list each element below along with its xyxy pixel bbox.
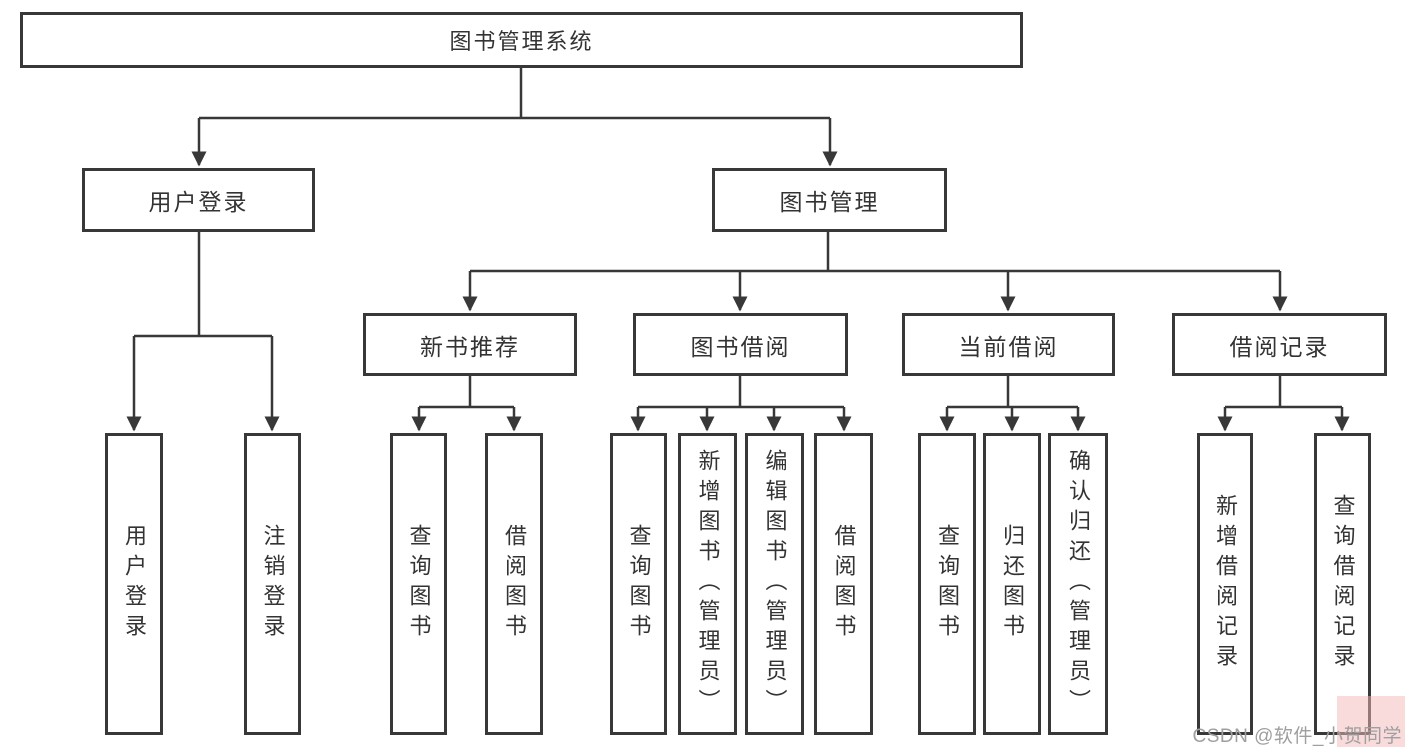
node-root-label: 图书管理系统 — [449, 29, 594, 54]
watermark: CSDN @软件_小贺同学 — [1192, 726, 1402, 747]
node-new-book-recommend-label: 新书推荐 — [420, 333, 520, 360]
node-book-borrow-label: 图书借阅 — [690, 333, 791, 360]
leaf-query-borrow-record-label: 查询借阅记录 — [1330, 494, 1356, 674]
node-current-borrow-label: 当前借阅 — [958, 333, 1059, 360]
leaf-current-query-books-label: 查询图书 — [935, 524, 960, 644]
node-book-mgmt: 图书管理 — [712, 168, 947, 232]
node-borrow-records-label: 借阅记录 — [1229, 333, 1330, 360]
leaf-borrow-books: 借阅图书 — [814, 433, 873, 735]
leaf-rec-query-books: 查询图书 — [390, 433, 447, 735]
watermark-highlight — [1337, 696, 1405, 747]
leaf-user-login: 用户登录 — [105, 433, 163, 735]
leaf-rec-borrow-books-label: 借阅图书 — [502, 524, 527, 644]
leaf-current-query-books: 查询图书 — [918, 433, 976, 735]
leaf-edit-books-admin: 编辑图书（管理员） — [745, 433, 804, 735]
leaf-borrow-query-books-label: 查询图书 — [626, 524, 652, 644]
leaf-query-borrow-record: 查询借阅记录 — [1314, 433, 1371, 735]
leaf-confirm-return-admin-label: 确认归还（管理员） — [1066, 449, 1091, 719]
leaf-logout-label: 注销登录 — [260, 524, 286, 644]
leaf-add-borrow-record-label: 新增借阅记录 — [1213, 494, 1238, 674]
leaf-rec-query-books-label: 查询图书 — [406, 524, 432, 644]
node-user-login-label: 用户登录 — [148, 189, 249, 215]
node-user-login: 用户登录 — [82, 168, 315, 232]
node-borrow-records: 借阅记录 — [1172, 313, 1387, 376]
leaf-confirm-return-admin: 确认归还（管理员） — [1048, 433, 1108, 735]
leaf-borrow-query-books: 查询图书 — [610, 433, 667, 735]
leaf-return-books: 归还图书 — [983, 433, 1041, 735]
leaf-add-books-admin: 新增图书（管理员） — [678, 433, 737, 735]
leaf-add-books-admin-label: 新增图书（管理员） — [695, 449, 721, 719]
leaf-return-books-label: 归还图书 — [1000, 524, 1025, 644]
node-root: 图书管理系统 — [20, 12, 1023, 68]
leaf-rec-borrow-books: 借阅图书 — [485, 433, 543, 735]
node-book-mgmt-label: 图书管理 — [779, 189, 880, 215]
leaf-logout: 注销登录 — [244, 433, 301, 735]
node-current-borrow: 当前借阅 — [902, 313, 1115, 376]
leaf-user-login-label: 用户登录 — [122, 524, 147, 644]
node-new-book-recommend: 新书推荐 — [363, 313, 577, 376]
leaf-borrow-books-label: 借阅图书 — [831, 524, 857, 644]
node-book-borrow: 图书借阅 — [633, 313, 848, 376]
leaf-add-borrow-record: 新增借阅记录 — [1197, 433, 1253, 735]
leaf-edit-books-admin-label: 编辑图书（管理员） — [762, 449, 788, 719]
